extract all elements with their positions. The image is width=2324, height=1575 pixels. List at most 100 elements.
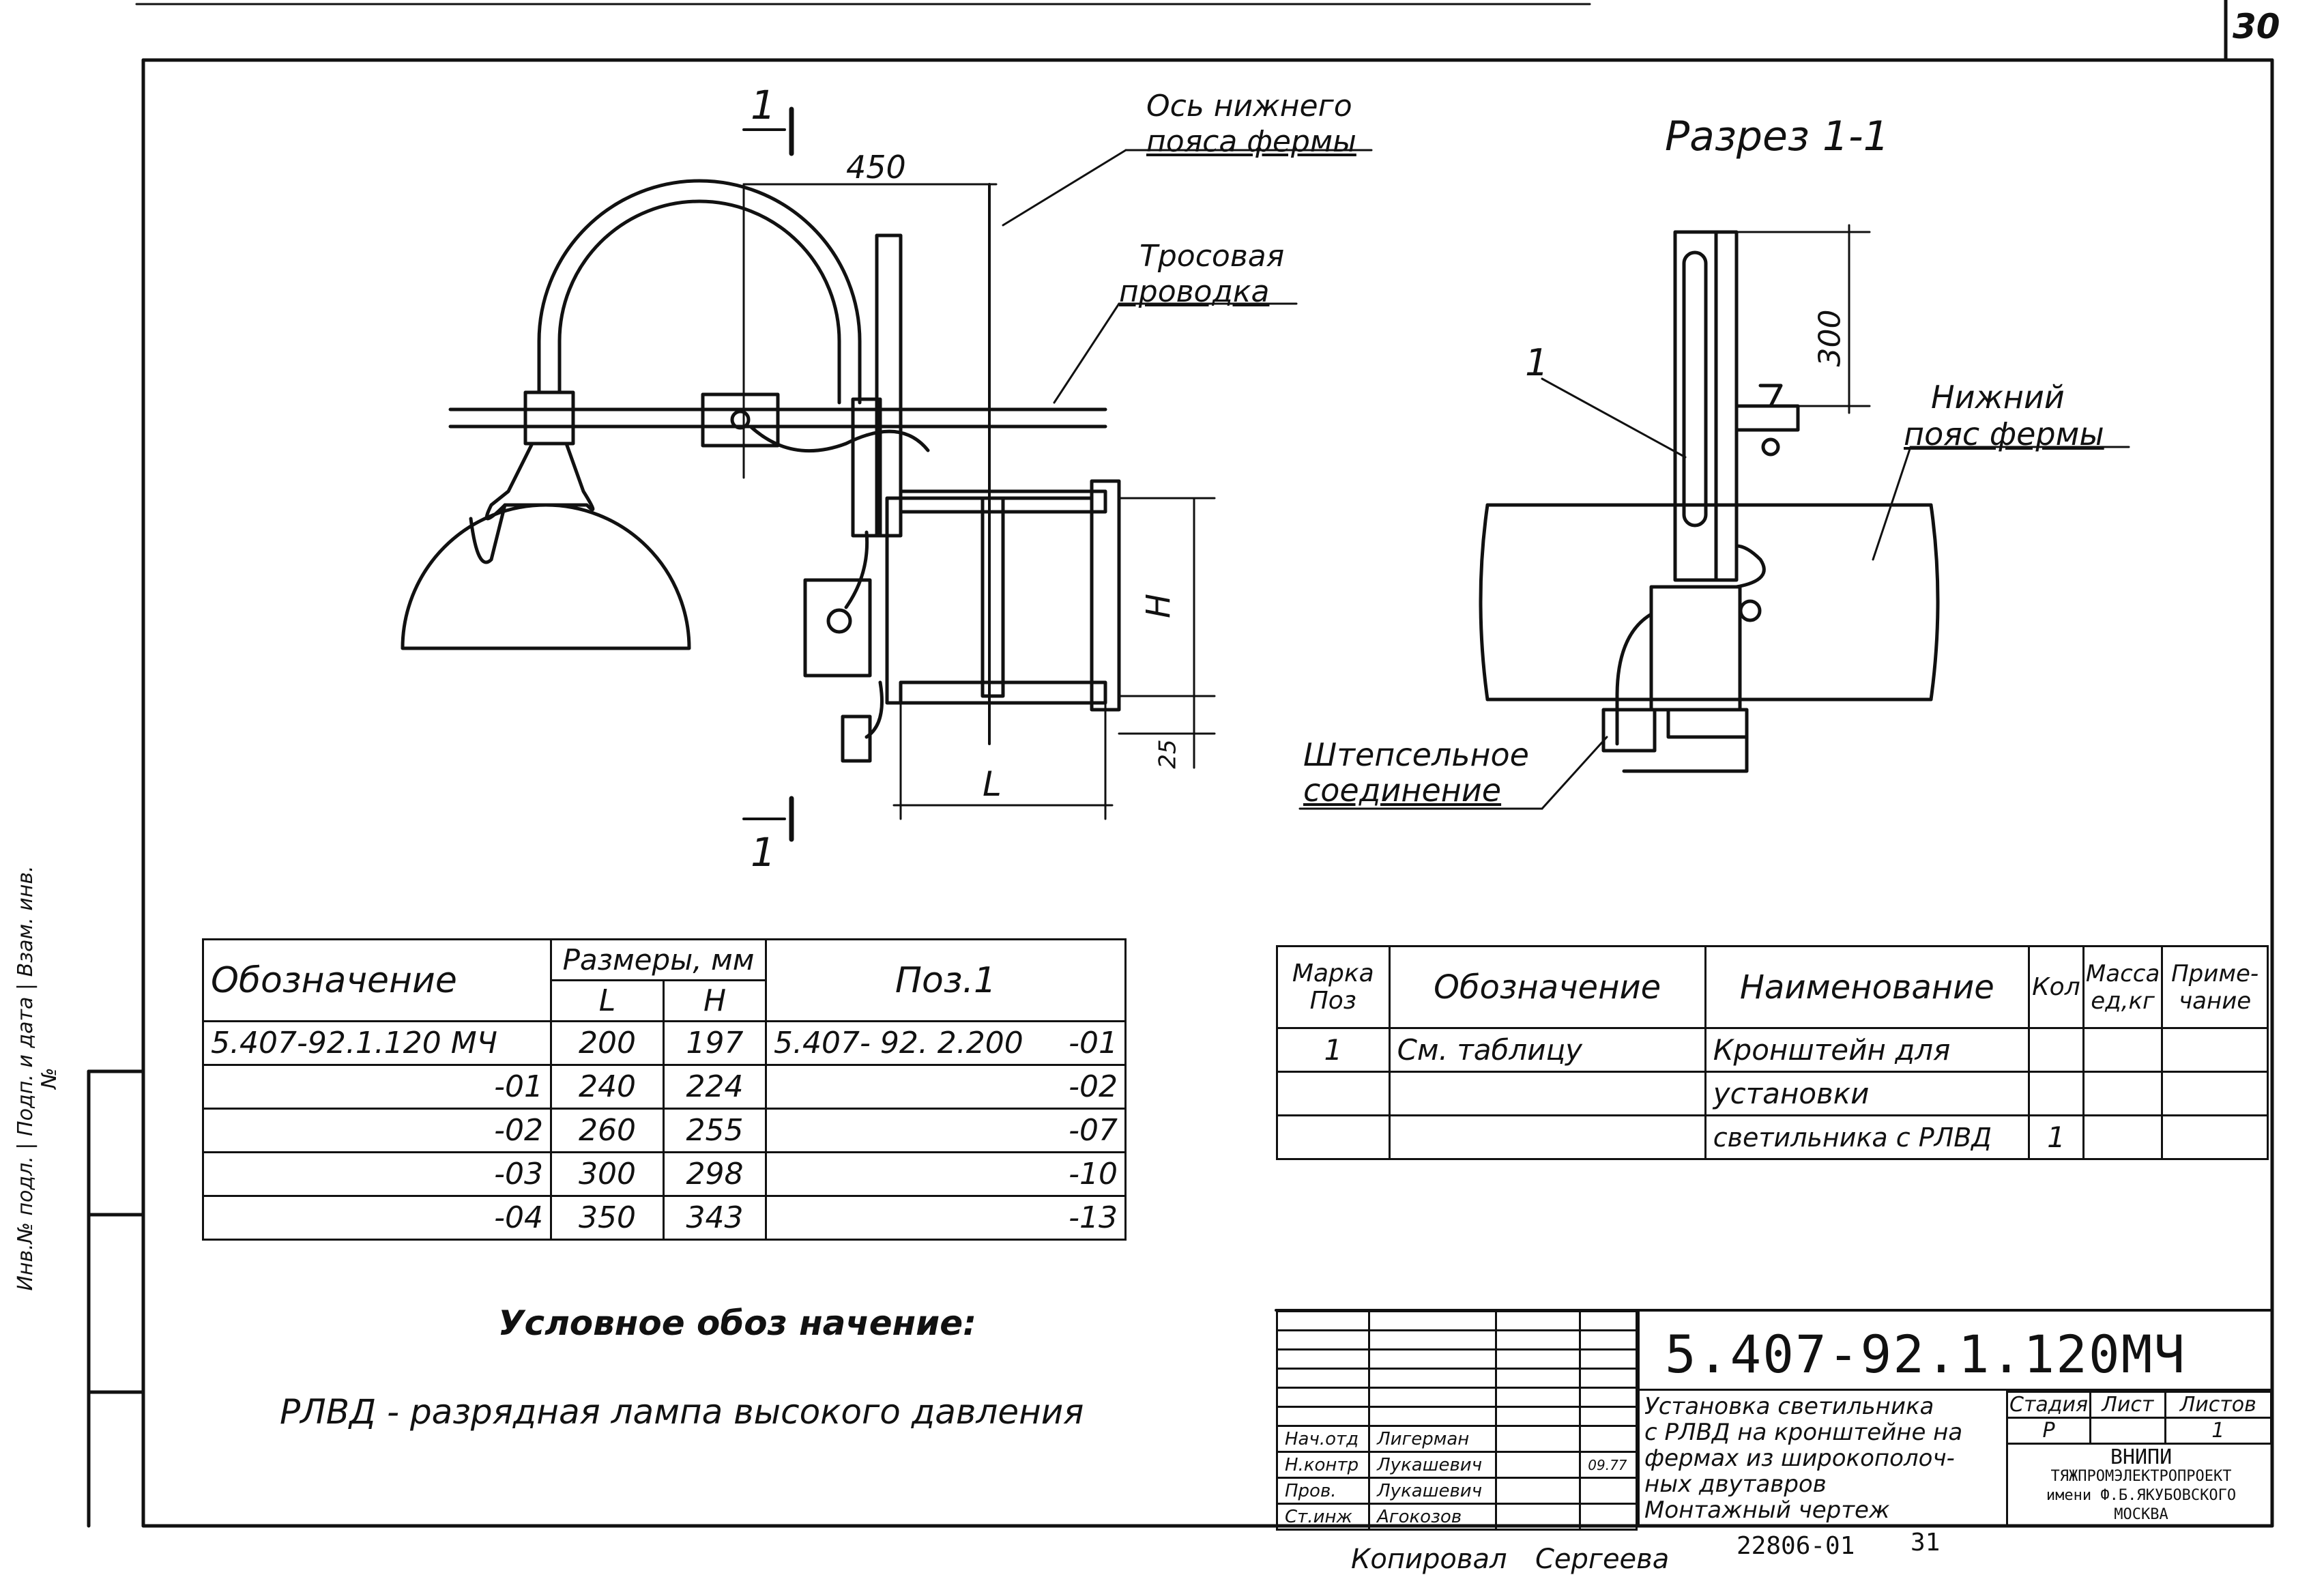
title-description: Установка светильника с РЛВД на кронштей… xyxy=(1644,1393,1999,1523)
sizes-pos-suffix: -10 xyxy=(1056,1151,1127,1197)
spec-col-designation: Обозначение xyxy=(1388,945,1706,1029)
table-row: 5.407-92.1.120 МЧ 200 197 5.407- 92. 2.2… xyxy=(202,1020,1127,1066)
staff-name: Агокозов xyxy=(1368,1503,1497,1531)
sheets-value: 1 xyxy=(2164,1417,2273,1445)
date-note: 09.77 xyxy=(1579,1451,1638,1479)
table-row: Пров. Лукашевич xyxy=(1275,1477,1638,1505)
title-block-grid: Нач.отд Лигерман Н.контр Лукашевич 09.77… xyxy=(1275,1310,1638,1531)
spec-designation: См. таблицу xyxy=(1388,1027,1706,1073)
copier-name: Сергеева xyxy=(1535,1544,1670,1575)
lamp-reflector xyxy=(401,503,691,650)
leader-1 xyxy=(1541,377,1687,459)
org-line: имени Ф.Б.ЯКУБОВСКОГО xyxy=(2046,1487,2237,1504)
sizes-H: 298 xyxy=(663,1151,767,1197)
spec-col-mark-l1: Марка xyxy=(1292,959,1374,987)
archive-number: 22806-01 xyxy=(1737,1532,1855,1560)
spec-col-note-l1: Приме- xyxy=(2171,959,2259,987)
spec-name: светильника с РЛВД xyxy=(1704,1114,2030,1160)
table-row: 1 См. таблицу Кронштейн для xyxy=(1276,1027,2269,1073)
axis-label: Ось нижнего пояса фермы xyxy=(1146,89,1356,160)
spec-note xyxy=(2161,1071,2269,1116)
staff-role: Н.контр xyxy=(1275,1451,1371,1479)
staff-name: Лукашевич xyxy=(1368,1477,1497,1505)
dim-L-label: L xyxy=(983,764,1002,804)
spec-col-mark-l2: Поз xyxy=(1309,986,1356,1015)
staff-role: Ст.инж xyxy=(1275,1503,1371,1531)
electrical-box xyxy=(803,578,872,678)
sizes-pos-suffix: -13 xyxy=(1056,1195,1127,1241)
title-desc-line: Установка светильника xyxy=(1644,1393,1934,1420)
section-plug xyxy=(1601,708,1657,753)
wire-junction-box xyxy=(701,392,780,448)
chord-label-line1: Нижний xyxy=(1931,379,2065,416)
sizes-pos-suffix: -07 xyxy=(1056,1108,1127,1153)
copied-label: Копировал xyxy=(1351,1544,1507,1575)
sizes-pos-base xyxy=(765,1064,1056,1110)
spec-col-mark: Марка Поз xyxy=(1276,945,1391,1029)
sheet-label: Лист xyxy=(2089,1391,2166,1419)
cable-leader xyxy=(1053,302,1120,404)
sizes-pos-base: 5.407- 92. 2.200 xyxy=(765,1020,1056,1066)
section-bracket-plate xyxy=(1734,404,1800,432)
title-desc-line: Монтажный чертеж xyxy=(1644,1497,1890,1524)
legend-title: Условное обоз начение: xyxy=(498,1303,977,1343)
sheet-number: 30 xyxy=(2233,7,2280,46)
legend-text: РЛВД - разрядная лампа высокого давления xyxy=(280,1392,1084,1432)
dim-25-label: 25 xyxy=(1154,739,1182,769)
stage-label: Стадия xyxy=(2005,1391,2092,1419)
plug-label-line1: Штепсельное xyxy=(1303,736,1529,773)
cable-label: Тросовая проводка xyxy=(1119,239,1284,310)
sizes-col-sizes: Размеры, мм xyxy=(550,938,767,981)
section-mark-top-label: 1 xyxy=(751,82,776,128)
ibeam-flange-right xyxy=(1090,479,1121,712)
axis-leader xyxy=(1002,149,1127,227)
spec-mass xyxy=(2082,1114,2164,1160)
org-line: ВНИПИ xyxy=(2110,1445,2173,1469)
staff-role: Нач.отд xyxy=(1275,1425,1371,1453)
dim-H-label: H xyxy=(1139,593,1178,619)
sizes-H: 255 xyxy=(663,1108,767,1153)
sizes-designation: 5.407-92.1.120 МЧ xyxy=(202,1020,552,1066)
spec-name: Кронштейн для xyxy=(1704,1027,2030,1073)
spec-mark: 1 xyxy=(1276,1027,1391,1073)
axis-label-line1: Ось нижнего xyxy=(1146,89,1352,124)
org-line: ТЯЖПРОМЭЛЕКТРОПРОЕКТ xyxy=(2050,1468,2232,1485)
table-row: светильника с РЛВД 1 xyxy=(1276,1114,2269,1160)
plug-connector xyxy=(841,714,872,763)
spec-mark xyxy=(1276,1071,1391,1116)
spec-mark xyxy=(1276,1114,1391,1160)
chord-label: Нижний пояс фермы xyxy=(1904,379,2104,452)
sizes-H: 224 xyxy=(663,1064,767,1110)
title-divider xyxy=(1638,1310,1640,1527)
spec-mass xyxy=(2082,1071,2164,1116)
spec-name: установки xyxy=(1704,1071,2030,1116)
sizes-pos-base xyxy=(765,1151,1056,1197)
sheets-label: Листов xyxy=(2164,1391,2273,1419)
sizes-pos-base xyxy=(765,1195,1056,1241)
spec-col-mass-l1: Масса xyxy=(2085,959,2160,987)
chord-leader xyxy=(1872,446,1912,561)
dim-300-label: 300 xyxy=(1812,309,1848,367)
table-row: -02 260 255 -07 xyxy=(202,1108,1127,1153)
table-row: -04 350 343 -13 xyxy=(202,1195,1127,1241)
title-code-cell: 5.407-92.1.120МЧ xyxy=(1638,1310,2272,1391)
spec-designation xyxy=(1388,1071,1706,1116)
staff-name: Лукашевич xyxy=(1368,1451,1497,1479)
sizes-designation: -03 xyxy=(202,1151,552,1197)
organization: ВНИПИ ТЯЖПРОМЭЛЕКТРОПРОЕКТ имени Ф.Б.ЯКУ… xyxy=(2006,1441,2274,1527)
staff-role: Пров. xyxy=(1275,1477,1371,1505)
table-row: Ст.инж Агокозов xyxy=(1275,1503,1638,1531)
cable-label-line1: Тросовая xyxy=(1139,239,1285,274)
spec-table: Марка Поз Обозначение Наименование Кол М… xyxy=(1276,945,2269,1160)
page-number: 31 xyxy=(1911,1529,1941,1557)
spec-col-name: Наименование xyxy=(1704,945,2030,1029)
spec-col-mass-l2: ед,кг xyxy=(2091,987,2155,1015)
spec-col-note-l2: чание xyxy=(2179,987,2252,1015)
spec-qty: 1 xyxy=(2027,1114,2085,1160)
spec-col-mass: Масса ед,кг xyxy=(2082,945,2164,1029)
side-stamp: Инв.№ подл. | Подп. и дата | Взам. инв.№ xyxy=(14,865,61,1291)
sizes-designation: -02 xyxy=(202,1108,552,1153)
table-row: -01 240 224 -02 xyxy=(202,1064,1127,1110)
section-post xyxy=(1673,230,1718,582)
title-code: 5.407-92.1.120МЧ xyxy=(1665,1324,2187,1385)
